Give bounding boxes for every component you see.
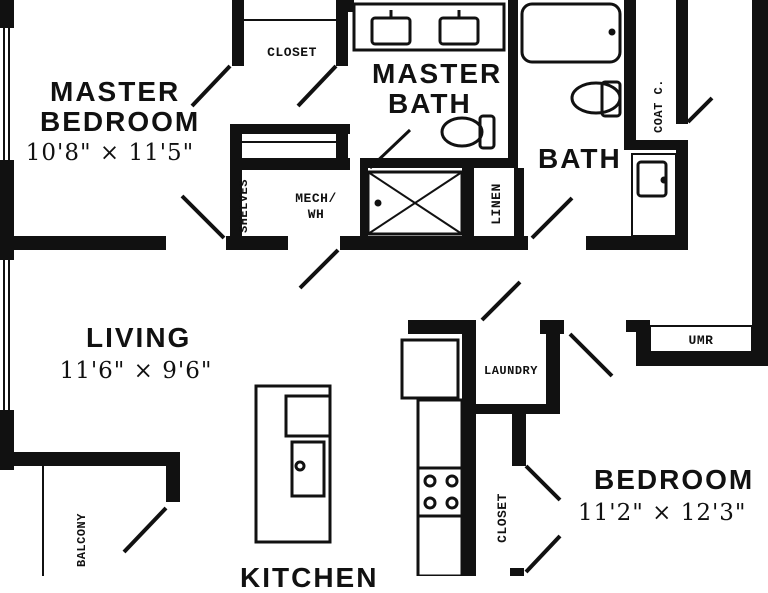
living-dims: 11'6" × 9'6": [59, 358, 213, 384]
bath-label: BATH: [538, 143, 622, 174]
master-bath-label-line1: MASTER: [372, 58, 503, 89]
umr-label: UMR: [688, 333, 714, 348]
master-bedroom-dims: 10'8" × 11'5": [25, 140, 195, 166]
floor-plan: [0, 0, 768, 576]
door-swings: [122, 64, 714, 574]
master-bedroom-label-line1: MASTER: [50, 76, 181, 107]
bedroom-label: BEDROOM: [594, 464, 755, 495]
shelves-label: SHELVES: [237, 179, 251, 233]
living-label: LIVING: [86, 322, 192, 353]
fixtures: [242, 2, 753, 576]
linen-label: LINEN: [489, 183, 504, 225]
coat-closet-label: COAT C.: [652, 79, 666, 133]
master-bath-label-line2: BATH: [388, 88, 472, 119]
mech-label-line2: WH: [307, 207, 325, 222]
balcony-label: BALCONY: [75, 513, 89, 567]
closet-bedroom-label: CLOSET: [495, 493, 510, 543]
master-bedroom-label-line2: BEDROOM: [40, 106, 201, 137]
walls: [0, 0, 768, 576]
closet-top-label: CLOSET: [267, 45, 317, 60]
laundry-label: LAUNDRY: [484, 364, 538, 378]
kitchen-label: KITCHEN: [240, 562, 379, 593]
bedroom-dims: 11'2" × 12'3": [578, 500, 747, 526]
mech-label-line1: MECH/: [295, 191, 337, 206]
